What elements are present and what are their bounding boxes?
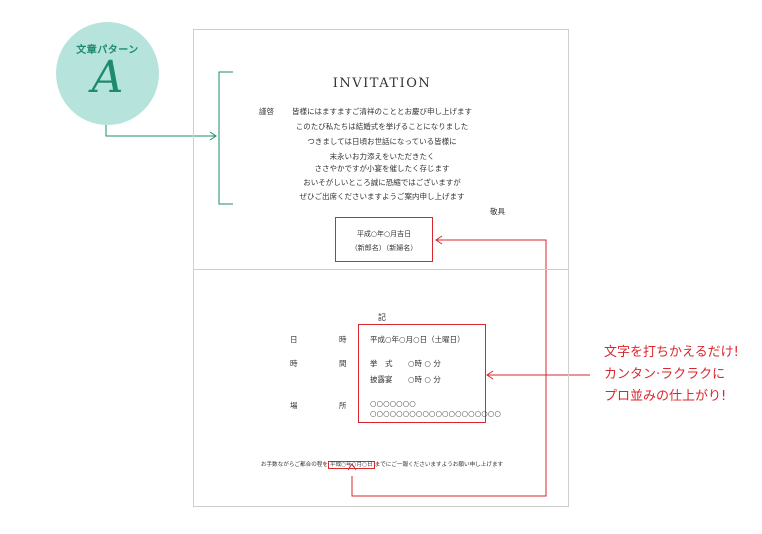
body-line: このたび私たちは結婚式を挙げることになりました bbox=[295, 122, 469, 131]
names-line: （新郎名）（新婦名） bbox=[350, 244, 418, 252]
reception-time: ○時 ○ 分 bbox=[408, 375, 441, 384]
reply-note-after: までにご一報くださいますようお願い申し上げます bbox=[374, 462, 504, 468]
body-line: ささやかですが小宴を催したく存じます bbox=[314, 164, 450, 173]
callout-line: 文字を打ちかえるだけ! bbox=[604, 345, 739, 360]
date-line: 平成○年○月吉日 bbox=[356, 230, 412, 238]
invitation-card: INVITATION 謹啓 皆様にはますますご清祥のこととお慶び申し上げます こ… bbox=[193, 29, 569, 507]
body-line: ぜひご出席くださいますようご案内申し上げます bbox=[299, 192, 465, 201]
invitation-title: INVITATION bbox=[332, 76, 432, 91]
venue-name: ○○○○○○○ bbox=[370, 399, 416, 408]
fold-line bbox=[194, 269, 568, 270]
date-label: 日 bbox=[290, 335, 298, 344]
date-names-box: 平成○年○月吉日 （新郎名）（新婦名） bbox=[335, 217, 433, 262]
ceremony-time: ○時 ○ 分 bbox=[408, 359, 441, 368]
badge-title: 文章パターン bbox=[76, 45, 139, 56]
date-value: 平成○年○月○日（土曜日） bbox=[370, 335, 465, 344]
place-label: 場 bbox=[290, 401, 298, 410]
body-line: 皆様にはますますご清祥のこととお慶び申し上げます bbox=[292, 107, 472, 116]
salutation: 謹啓 bbox=[259, 107, 274, 116]
ceremony-label: 挙 式 bbox=[370, 359, 393, 368]
pattern-badge: 文章パターン A bbox=[56, 22, 159, 125]
body-line: おいそがしいところ誠に恐縮ではございますが bbox=[303, 178, 461, 187]
reply-note: お手数ながらご都合の程を平成○年○月○日までにご一報くださいますようお願い申し上… bbox=[194, 460, 570, 469]
time-label: 時 bbox=[290, 359, 298, 368]
reply-deadline: 平成○年○月○日 bbox=[327, 461, 375, 469]
body-line: 末永いお力添えをいただきたく bbox=[329, 152, 435, 161]
closing: 敬具 bbox=[490, 207, 505, 216]
badge-letter: A bbox=[91, 52, 124, 103]
details-box: 平成○年○月○日（土曜日） 挙 式 ○時 ○ 分 披露宴 ○時 ○ 分 ○○○○… bbox=[358, 324, 501, 423]
callout-line: カンタン·ラクラクに bbox=[604, 367, 726, 382]
date-label: 時 bbox=[339, 335, 347, 344]
reception-label: 披露宴 bbox=[370, 375, 393, 384]
ki-heading: 記 bbox=[378, 313, 386, 322]
place-label: 所 bbox=[339, 401, 347, 410]
time-label: 間 bbox=[339, 359, 347, 368]
venue-address: ○○○○○○○○○○○○○○○○○○○○ bbox=[370, 409, 501, 418]
callout-line: プロ並みの仕上がり! bbox=[604, 389, 727, 404]
reply-note-before: お手数ながらご都合の程を bbox=[260, 462, 328, 468]
body-line: つきましては日頃お世話になっている皆様に bbox=[307, 137, 457, 146]
